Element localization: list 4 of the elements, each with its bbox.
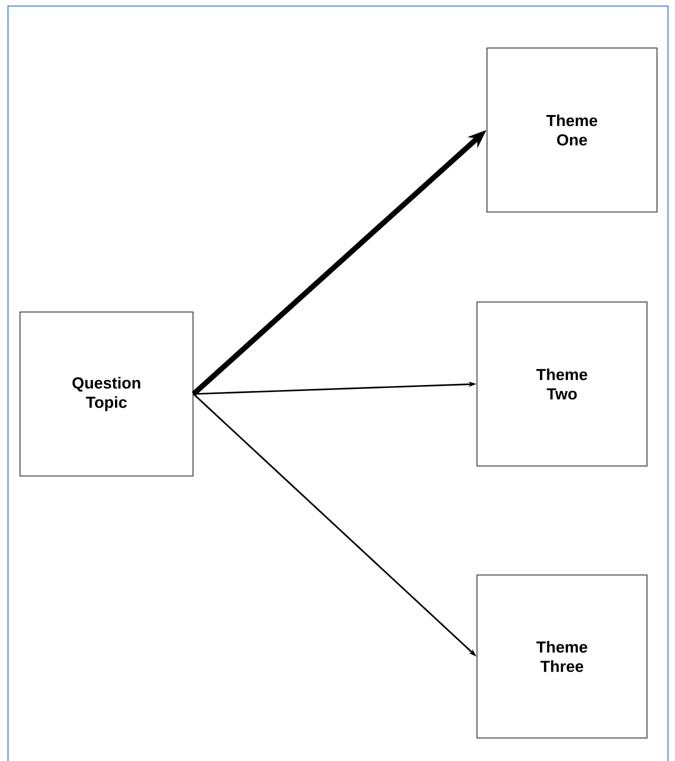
theme-box: Theme One — [486, 47, 658, 213]
theme-box: Theme Three — [476, 574, 648, 739]
theme-box: Theme Two — [476, 301, 648, 467]
theme-box: Question Topic — [19, 311, 194, 477]
